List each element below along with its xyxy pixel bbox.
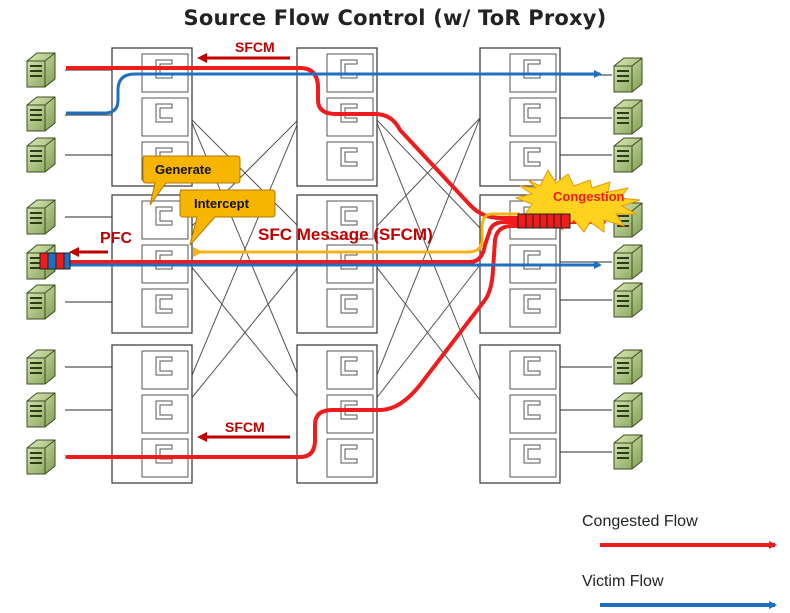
server-icon — [26, 349, 56, 385]
congested-flow-middle — [66, 220, 520, 264]
legend-congested-label: Congested Flow — [582, 513, 698, 530]
server-icon — [613, 392, 643, 428]
tor-switch-right-1 — [479, 47, 561, 187]
intercept-label: Intercept — [194, 196, 250, 211]
sfcm-label-bottom: SFCM — [225, 419, 265, 435]
diagram-title: Source Flow Control (w/ ToR Proxy) — [183, 6, 607, 30]
server-icon — [26, 199, 56, 235]
server-icon — [613, 57, 643, 93]
sfc-message-label: SFC Message (SFCM) — [258, 225, 433, 244]
intercept-callout — [179, 189, 276, 246]
generate-label: Generate — [155, 162, 211, 177]
server-icon — [613, 434, 643, 470]
server-icon — [26, 439, 56, 475]
congested-flow-top — [66, 66, 520, 220]
server-icon — [613, 349, 643, 385]
server-icon — [26, 392, 56, 428]
server-icon — [613, 99, 643, 135]
congested-flow-bottom — [66, 224, 520, 459]
sfc-message-arrow — [193, 212, 520, 257]
server-icon — [26, 137, 56, 173]
server-icon — [613, 137, 643, 173]
server-icon — [26, 52, 56, 88]
congestion-label: Congestion — [553, 189, 625, 204]
server-icon — [26, 284, 56, 320]
pfc-label: PFC — [100, 230, 132, 247]
sfcm-label-top: SFCM — [235, 39, 275, 55]
legend: Congested Flow Victim Flow — [582, 513, 777, 609]
server-icon — [613, 282, 643, 318]
spine-switch-3 — [296, 344, 378, 484]
legend-victim-label: Victim Flow — [582, 573, 664, 590]
generate-callout — [142, 155, 241, 206]
tor-switch-right-3 — [479, 344, 561, 484]
victim-flow-top — [66, 70, 602, 115]
packet-queue-icon — [517, 213, 571, 229]
tor-switch-left-3 — [111, 344, 193, 484]
paused-packet-queue-icon — [39, 252, 71, 270]
server-icon — [613, 244, 643, 280]
server-icon — [26, 96, 56, 132]
